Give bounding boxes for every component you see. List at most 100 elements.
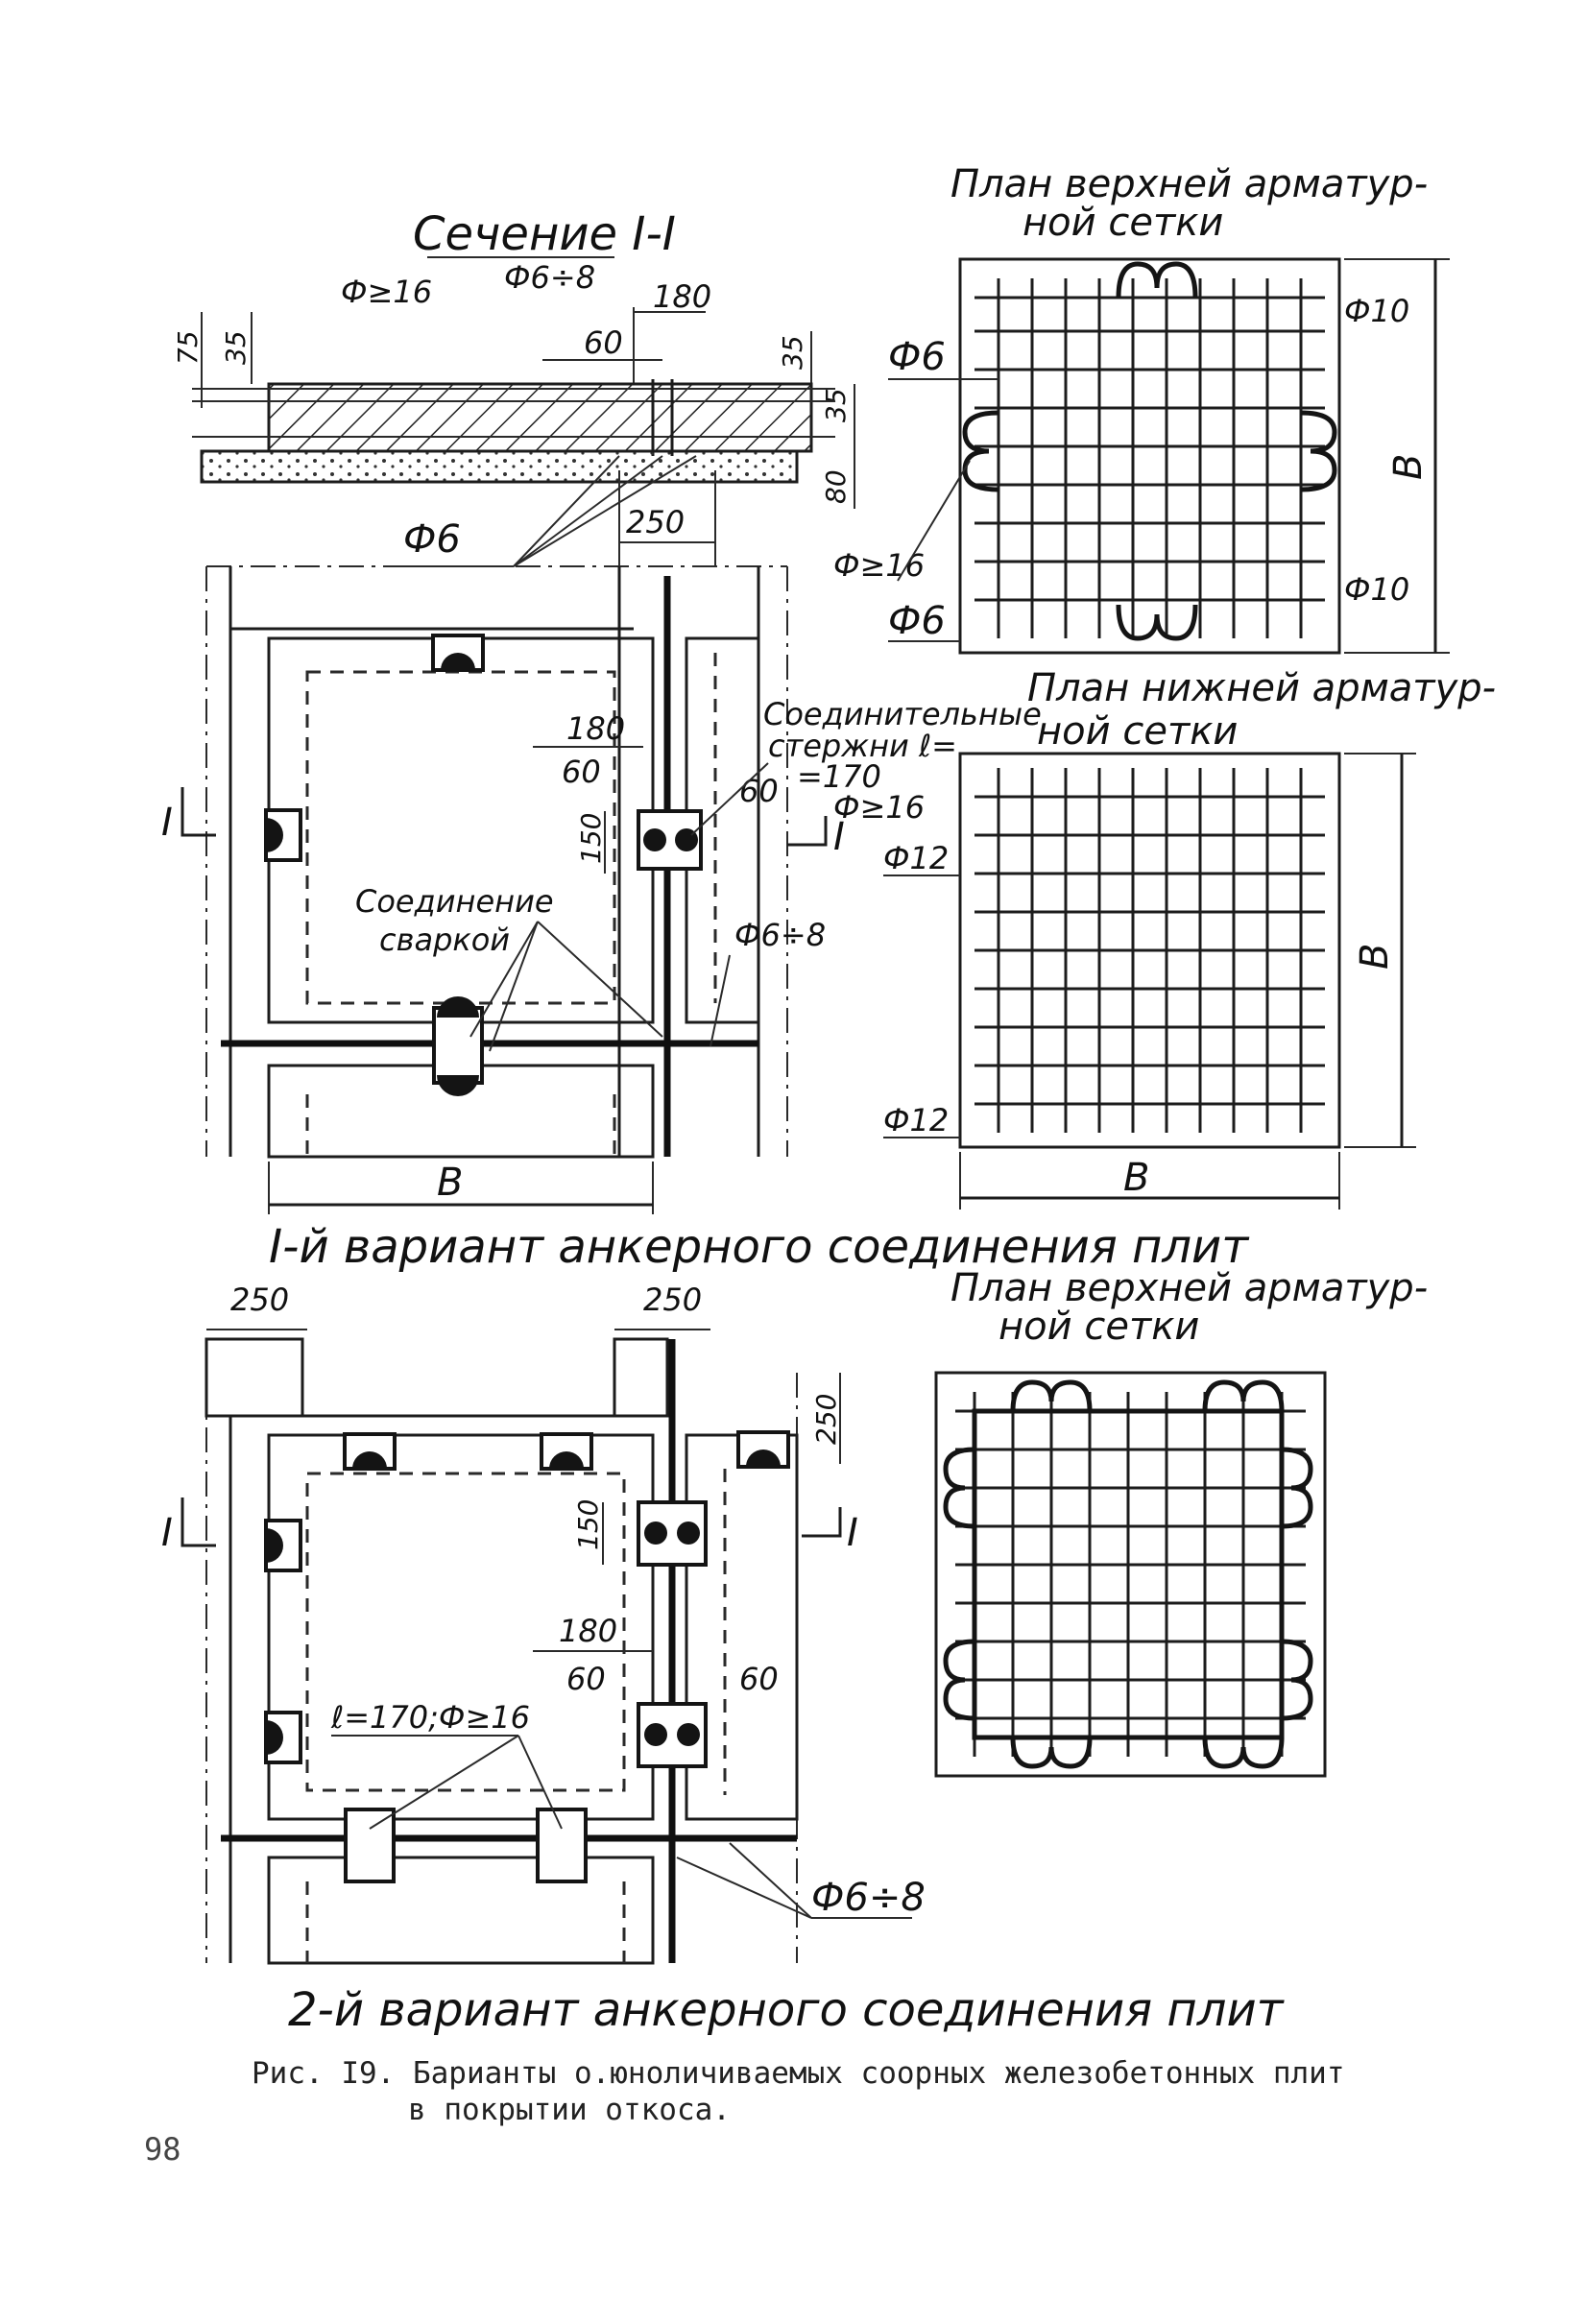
plan-lower-mesh: План нижней арматур- ной сетки Ф12 bbox=[883, 666, 1496, 1210]
plan3-loop-top-2 bbox=[1202, 1379, 1285, 1412]
v1-dim-60a: 60 bbox=[562, 754, 601, 790]
v1-rods-phi: Ф≥16 bbox=[833, 789, 925, 826]
v2-section-mark-left: I bbox=[161, 1511, 173, 1555]
plan-upper-2-title-a: План верхней арматур- bbox=[950, 1266, 1428, 1310]
base-layer bbox=[200, 449, 799, 484]
v1-phi6-8-leader bbox=[710, 954, 731, 1047]
plan2-phi12-b: Ф12 bbox=[883, 1102, 949, 1138]
v2-section-arrow-left bbox=[180, 1497, 216, 1547]
variant1-plan: 180 60 60 150 Соединительные стержни ℓ= … bbox=[161, 565, 1250, 1274]
plan1-phi6-b: Ф6 bbox=[888, 599, 946, 643]
plan2-phi12-a: Ф12 bbox=[883, 840, 949, 876]
v2-phi6-8: Ф6÷8 bbox=[811, 1876, 926, 1920]
v2-anchor-bottom-1 bbox=[344, 1808, 396, 1883]
dim-180-label: 180 bbox=[653, 278, 711, 315]
variant2-plan: 250 250 250 150 180 bbox=[161, 1282, 1286, 2037]
plan2-grid bbox=[974, 768, 1325, 1133]
v1-anchor-bottom-a bbox=[437, 996, 479, 1018]
plan1-phi16-leader bbox=[897, 460, 971, 582]
v2-dim-250-b: 250 bbox=[643, 1282, 702, 1318]
variant1-title: I-й вариант анкерного соединения плит bbox=[269, 1220, 1250, 1274]
page-number: 98 bbox=[144, 2131, 181, 2168]
v2-anchor-left-1 bbox=[264, 1519, 302, 1572]
v1-section-mark-right: I bbox=[833, 815, 845, 859]
plan-upper-mesh-2: План верхней арматур- ной сетки bbox=[934, 1266, 1428, 1778]
dim-35-c: 35 bbox=[820, 388, 852, 422]
section-view: Сечение I-I Ф≥16 Ф6÷8 180 60 75 35 35 35… bbox=[172, 207, 855, 567]
v1-anchor-bottom-b bbox=[437, 1075, 479, 1096]
v2-dim-60b: 60 bbox=[739, 1661, 779, 1697]
dim-80: 80 bbox=[820, 469, 852, 504]
dim-60-label: 60 bbox=[584, 324, 623, 361]
v2-dim-250-a: 250 bbox=[230, 1282, 289, 1318]
slab-section bbox=[267, 382, 813, 453]
plan1-outer bbox=[958, 257, 1341, 655]
plan3-grid bbox=[955, 1392, 1306, 1757]
v2-anchor-joint-1-dot-2 bbox=[677, 1521, 700, 1545]
v1-welded-2: сваркой bbox=[379, 922, 510, 958]
phi6-section-label: Ф6 bbox=[403, 517, 461, 562]
v1-welded-1: Соединение bbox=[355, 883, 554, 920]
v1-dim-60b: 60 bbox=[739, 773, 779, 809]
v1-dim-b: B bbox=[437, 1161, 463, 1205]
plan3-loop-left-1 bbox=[943, 1447, 975, 1529]
v1-weld-leader-1 bbox=[469, 921, 539, 1038]
v2-rod-spec: ℓ=170;Ф≥16 bbox=[330, 1699, 530, 1736]
phi6-8-label: Ф6÷8 bbox=[504, 259, 595, 296]
dim-35-a: 35 bbox=[220, 330, 252, 365]
v1-anchor-bottom bbox=[432, 1006, 484, 1085]
v1-section-arrow-left bbox=[180, 787, 216, 837]
v2-dim-60a: 60 bbox=[566, 1661, 606, 1697]
v1-connecting-rods: Соединительные bbox=[763, 696, 1042, 732]
v2-phi6-8-leader-1 bbox=[729, 1842, 812, 1919]
plan1-phi10-a: Ф10 bbox=[1344, 293, 1409, 329]
v2-anchor-joint-2-dot-2 bbox=[677, 1723, 700, 1746]
v2-dim-250-c: 250 bbox=[810, 1394, 842, 1445]
variant2-title: 2-й вариант анкерного соединения плит bbox=[288, 1983, 1286, 2037]
v2-bottom-slab bbox=[267, 1856, 655, 1965]
plan-upper-mesh-1: План верхней арматур- ной сетки bbox=[833, 162, 1450, 655]
dim-250-v1: 250 bbox=[626, 504, 685, 540]
v1-phi6-8: Ф6÷8 bbox=[734, 917, 826, 953]
v2-corner-tl bbox=[205, 1337, 304, 1418]
v1-dim-150: 150 bbox=[575, 813, 607, 864]
v2-section-arrow-right bbox=[802, 1507, 842, 1538]
v2-rod-leader-2 bbox=[517, 1735, 563, 1830]
v2-main-slab bbox=[267, 1433, 655, 1821]
v2-anchor-left-2 bbox=[264, 1711, 302, 1764]
v1-rods-leader bbox=[690, 762, 769, 836]
v1-anchor-left bbox=[264, 808, 302, 862]
v1-weld-leader-3 bbox=[537, 921, 663, 1038]
plan1-loop-right bbox=[1300, 410, 1337, 492]
v2-dim-180: 180 bbox=[559, 1613, 617, 1649]
plan-lower-title-b: ной сетки bbox=[1037, 709, 1238, 754]
phi6-leader-3 bbox=[513, 455, 697, 567]
dim-75: 75 bbox=[172, 330, 204, 365]
v1-section-mark-left: I bbox=[161, 801, 173, 845]
plan2-outer bbox=[958, 752, 1341, 1149]
plan3-outer bbox=[934, 1371, 1327, 1778]
plan3-loop-bottom-2 bbox=[1202, 1737, 1285, 1769]
plan1-phi6-a: Ф6 bbox=[888, 335, 946, 379]
v2-anchor-top-1 bbox=[343, 1432, 397, 1471]
v1-section-arrow-right bbox=[787, 816, 828, 847]
v2-rod-leader-1 bbox=[369, 1735, 519, 1830]
plan1-phi16: Ф≥16 bbox=[833, 547, 925, 584]
v1-weld-leader-2 bbox=[489, 921, 539, 1052]
v1-rods-len-val: =170 bbox=[797, 758, 881, 795]
plan3-loop-left-2 bbox=[943, 1639, 975, 1721]
phi6-leader-2 bbox=[513, 455, 663, 567]
caption-line-2: в покрытии откоса. bbox=[408, 2093, 731, 2127]
plan1-loop-bottom bbox=[1116, 604, 1198, 641]
plan3-loop-bottom-1 bbox=[1010, 1737, 1093, 1769]
section-title: Сечение I-I bbox=[413, 207, 676, 261]
phi6-leader-1 bbox=[513, 455, 620, 567]
plan3-loop-right-2 bbox=[1281, 1639, 1313, 1721]
plan-upper-1-title-a: План верхней арматур- bbox=[950, 162, 1428, 206]
v2-main-slab-inner bbox=[305, 1472, 626, 1792]
v1-anchor-joint-dot bbox=[643, 828, 666, 851]
plan1-dim-b: B bbox=[1386, 454, 1431, 480]
v2-anchor-joint-1-dot bbox=[644, 1521, 667, 1545]
v2-section-mark-right: I bbox=[847, 1511, 858, 1555]
